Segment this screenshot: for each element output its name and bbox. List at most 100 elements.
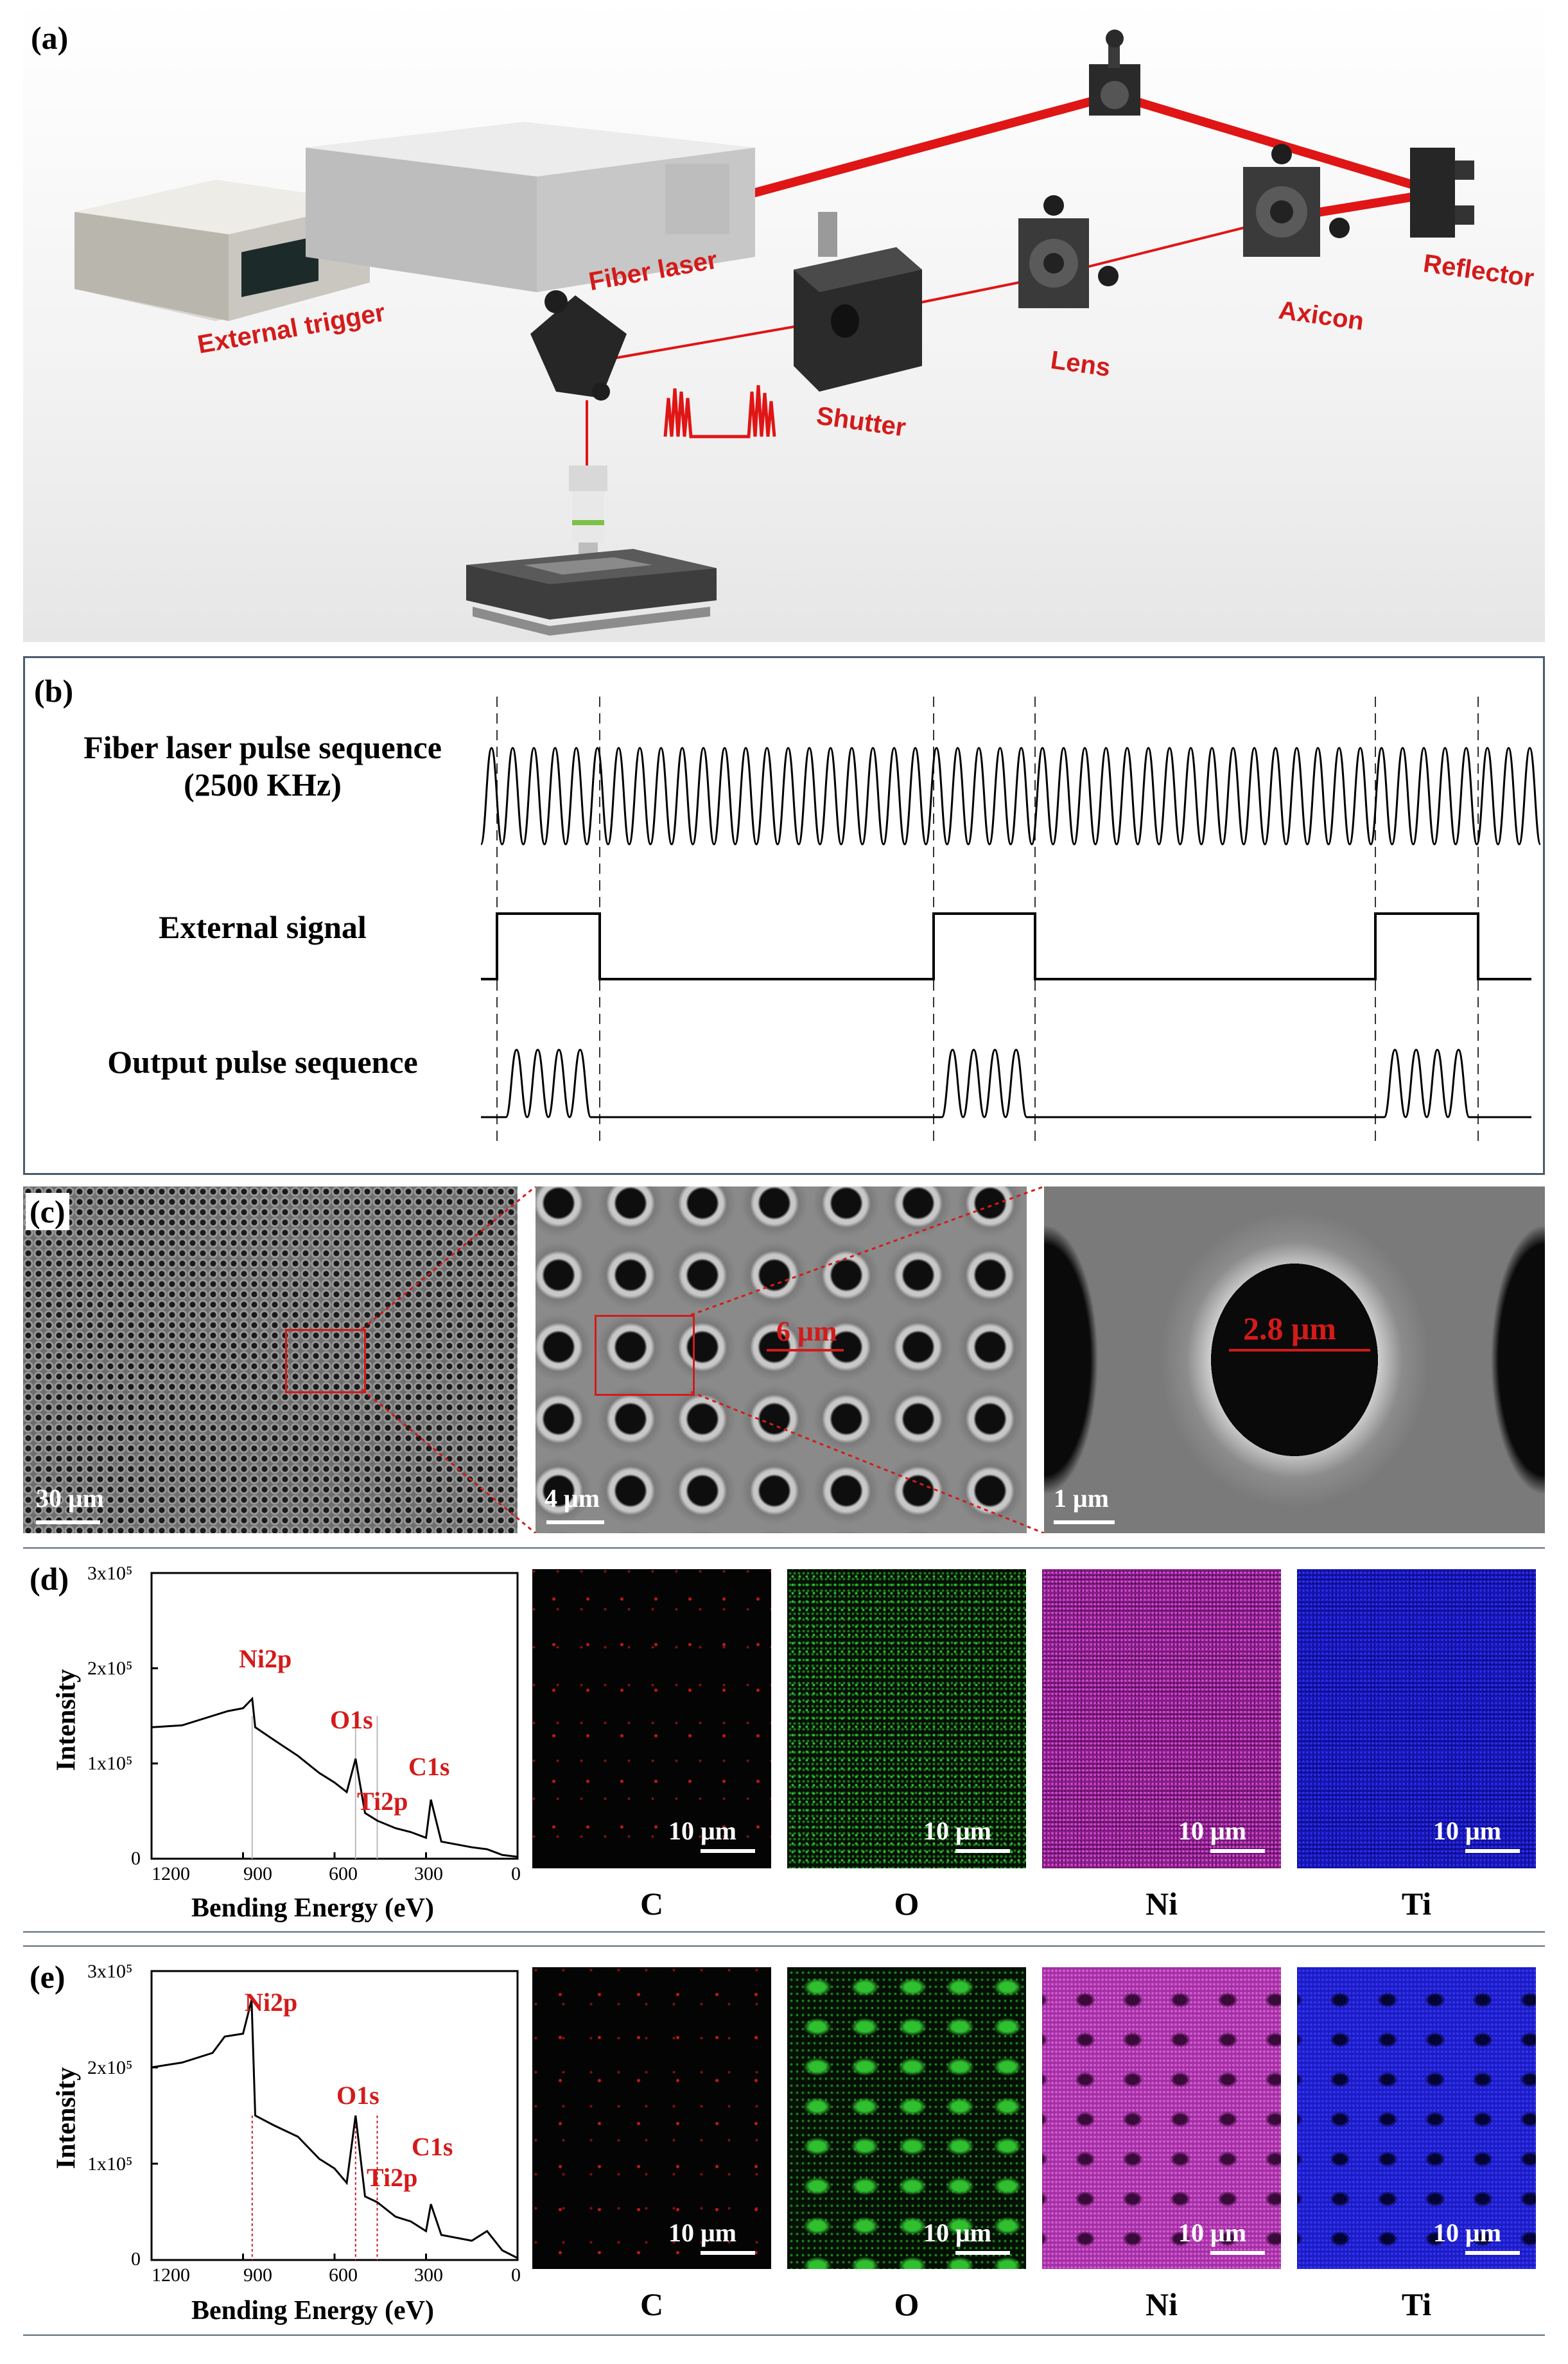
xps-e-tick-marks <box>150 1970 519 2261</box>
fiber-laser-sequence-rate: (2500 KHz) <box>184 767 342 803</box>
output-pulse-train <box>481 1048 1531 1118</box>
zoom-connector-lines <box>362 1186 1045 1533</box>
measure-hole-label: 2.8 μm <box>1243 1310 1336 1346</box>
panel-d-label: (d) <box>30 1561 69 1597</box>
xps-d-peak-c1s: C1s <box>408 1752 450 1781</box>
xps-e-ylabel: Intensity <box>51 2067 82 2169</box>
xps-e-ytick-3: 3x10⁵ <box>87 1961 133 1982</box>
xps-d-xtick-1200: 1200 <box>152 1863 190 1884</box>
eds-e-o-scale-bar <box>955 2251 1010 2255</box>
beam-mirror-to-reflector <box>1110 91 1443 197</box>
eds-map-d-o <box>787 1569 1026 1868</box>
scale-bar-30um <box>36 1520 100 1524</box>
panel-a-background <box>23 0 1545 642</box>
xps-e-peak-c1s: C1s <box>412 2132 453 2161</box>
xps-d-xtick-600: 600 <box>329 1863 358 1884</box>
eds-d-c-scale-label: 10 μm <box>668 1816 736 1845</box>
xps-d-ytick-3: 3x10⁵ <box>87 1563 133 1584</box>
xps-d-spectrum-line <box>151 1696 518 1858</box>
beam-laser-to-mirror <box>751 91 1119 197</box>
xps-d-ytick-1: 1x10⁵ <box>87 1753 133 1774</box>
xps-d-xlabel: Bending Energy (eV) <box>191 1893 434 1923</box>
eds-d-ti-scale-bar <box>1465 1849 1520 1853</box>
xps-e-spectrum-line <box>151 1999 518 2259</box>
eds-e-c-label: C <box>640 2286 664 2322</box>
sem-image-mid-mag <box>536 1186 1027 1533</box>
scale-bar-1um <box>1054 1520 1115 1524</box>
zoom-box-1 <box>285 1329 366 1393</box>
folding-mirror-device <box>1089 30 1140 116</box>
reflector-device <box>1410 148 1474 238</box>
external-signal-label: External signal <box>159 909 367 945</box>
lens-device <box>1018 195 1119 308</box>
panel-c-label: (c) <box>26 1193 69 1230</box>
eds-d-c-scale-bar <box>701 1849 755 1853</box>
eds-d-ni-scale-label: 10 μm <box>1178 1816 1246 1845</box>
panel-e-top-rule <box>23 1945 1545 1947</box>
eds-e-ti-scale-label: 10 μm <box>1433 2218 1501 2247</box>
scan-mirror-device <box>530 290 627 401</box>
xps-e-ytick-1: 1x10⁵ <box>87 2153 133 2175</box>
eds-map-d-c <box>532 1569 771 1868</box>
xps-e-xtick-300: 300 <box>414 2264 443 2286</box>
eds-d-ti-scale-label: 10 μm <box>1433 1816 1501 1845</box>
xps-d-peak-ti2p: Ti2p <box>357 1787 408 1816</box>
eds-map-e-o <box>787 1967 1026 2269</box>
eds-e-ni-label: Ni <box>1146 2286 1178 2322</box>
eds-e-ni-scale-bar <box>1210 2251 1265 2255</box>
panel-e-label: (e) <box>30 1959 65 1995</box>
panel-c: (c) 30 μm 4 μm 6 μm 1 μm 2.8 μm <box>23 1186 1545 1533</box>
xps-d-xtick-300: 300 <box>414 1863 443 1884</box>
panel-e: (e) 3x10⁵ 2x10⁵ 1x10⁵ 0 1200 900 600 300… <box>23 1945 1545 2337</box>
panel-d: (d) 3x10⁵ 2x10⁵ 1x10⁵ 0 1200 900 600 300… <box>23 1547 1545 1933</box>
measure-period-line <box>767 1349 844 1351</box>
eds-e-ti-label: Ti <box>1401 2286 1432 2322</box>
xps-e-plot-frame <box>150 1970 519 2261</box>
panel-b-label: (b) <box>34 673 74 709</box>
xps-plot-d <box>150 1572 519 1860</box>
xps-e-peak-o1s: O1s <box>336 2081 379 2110</box>
measure-period-label: 6 μm <box>776 1316 837 1347</box>
xps-e-peak-ni2p: Ni2p <box>245 1988 298 2017</box>
xps-e-xlabel: Bending Energy (eV) <box>191 2296 434 2325</box>
objective-device <box>569 465 607 555</box>
setup-illustration <box>74 30 1474 636</box>
axicon-device <box>1243 144 1350 257</box>
xps-e-xtick-600: 600 <box>329 2264 358 2286</box>
fiber-laser-device <box>306 122 755 292</box>
xps-d-peak-ni2p: Ni2p <box>239 1644 292 1673</box>
xps-e-peak-reference-lines <box>251 2116 378 2260</box>
xps-plot-e <box>150 1970 519 2261</box>
xps-e-ytick-2: 2x10⁵ <box>87 2057 133 2078</box>
output-sequence-label: Output pulse sequence <box>107 1044 418 1080</box>
panel-a-label: (a) <box>31 20 69 56</box>
xps-e-ytick-0: 0 <box>131 2248 141 2270</box>
xps-e-xtick-900: 900 <box>243 2264 272 2286</box>
eds-map-e-ti <box>1297 1967 1536 2269</box>
scale-label-4um: 4 μm <box>544 1484 600 1513</box>
eds-d-o-scale-bar <box>955 1849 1010 1853</box>
scale-label-1um: 1 μm <box>1054 1484 1109 1513</box>
scale-label-30um: 30 μm <box>36 1484 104 1513</box>
eds-d-ni-label: Ni <box>1146 1886 1178 1922</box>
xps-d-xtick-900: 900 <box>243 1863 272 1884</box>
sem-image-high-mag <box>1044 1186 1545 1533</box>
translation-stage-device <box>466 549 717 636</box>
xps-e-xtick-0: 0 <box>511 2264 521 2286</box>
external-signal-waveform <box>481 912 1531 980</box>
eds-d-ti-label: Ti <box>1401 1886 1432 1922</box>
eds-d-o-scale-label: 10 μm <box>923 1816 991 1845</box>
eds-e-ti-scale-bar <box>1465 2251 1520 2255</box>
eds-e-c-scale-label: 10 μm <box>668 2218 736 2247</box>
eds-e-c-scale-bar <box>701 2251 755 2255</box>
panel-a: (a) <box>23 0 1545 642</box>
eds-map-e-ni <box>1042 1967 1281 2269</box>
xps-d-ytick-2: 2x10⁵ <box>87 1658 133 1679</box>
eds-map-e-c <box>532 1967 771 2269</box>
panel-d-top-rule <box>23 1547 1545 1549</box>
measure-hole-line <box>1229 1349 1370 1351</box>
xps-e-peak-ti2p: Ti2p <box>367 2163 418 2192</box>
panel-d-bottom-rule <box>23 1931 1545 1933</box>
eds-d-o-label: O <box>894 1886 919 1922</box>
shutter-device <box>794 212 922 392</box>
